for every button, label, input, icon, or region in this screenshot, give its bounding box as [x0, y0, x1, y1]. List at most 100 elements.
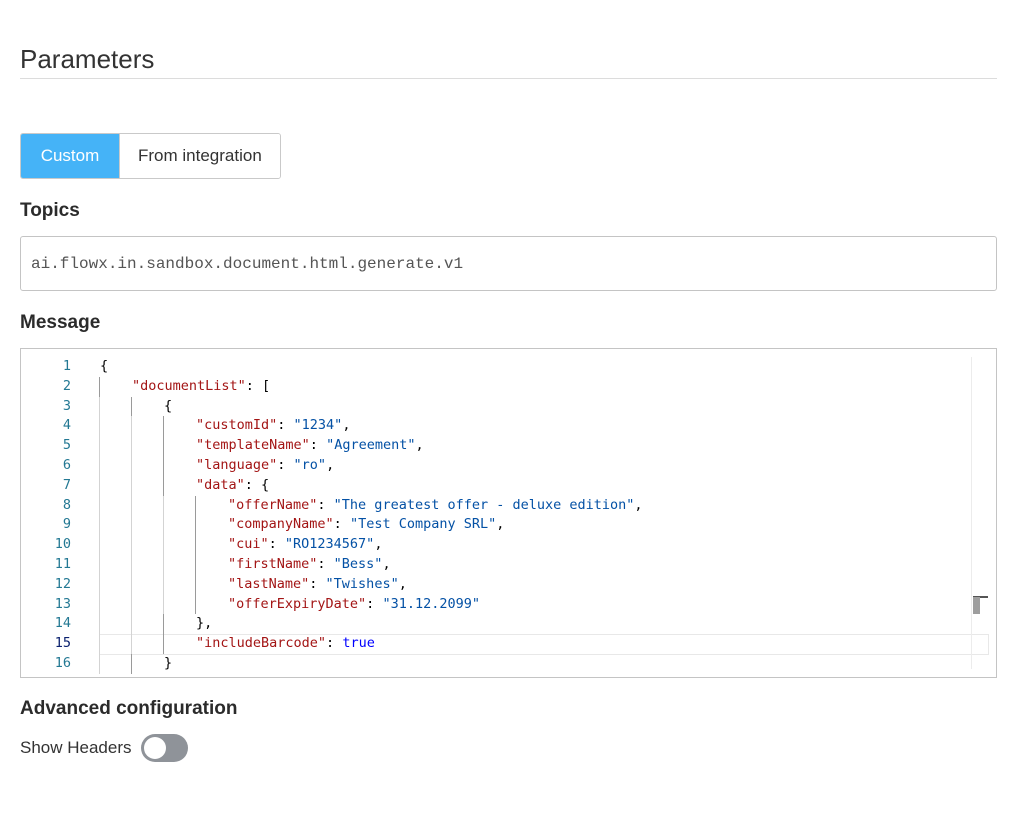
code-line[interactable]: 7"data": { [21, 476, 972, 496]
json-punctuation: : [268, 536, 285, 553]
line-number: 7 [62, 476, 71, 493]
json-key: "data" [196, 476, 245, 493]
indent-guide [195, 574, 196, 595]
json-punctuation: , [374, 536, 383, 553]
tab-custom[interactable]: Custom [21, 134, 119, 178]
indent-guide [131, 594, 132, 615]
json-key: "companyName" [228, 516, 334, 533]
indent-guide [131, 495, 132, 516]
json-punctuation: : [326, 635, 343, 652]
json-string: "Agreement" [326, 437, 416, 454]
source-toggle: Custom From integration [20, 133, 281, 179]
json-punctuation: , [398, 575, 407, 592]
code-line[interactable]: 2"documentList": [ [21, 377, 972, 397]
code-line[interactable]: 14}, [21, 614, 972, 634]
code-line[interactable]: 13 "offerExpiryDate": "31.12.2099" [21, 595, 972, 615]
indent-guide [131, 634, 132, 654]
code-text: } [164, 654, 172, 674]
code-text: "customId": "1234", [196, 416, 350, 436]
code-lines: 1{2"documentList": [3{4"customId": "1234… [21, 357, 989, 674]
line-number: 12 [54, 575, 71, 592]
indent-guide [195, 535, 196, 555]
indent-guide [99, 475, 100, 496]
json-key: "customId" [196, 417, 278, 434]
indent-guide [99, 574, 100, 595]
json-punctuation: , [326, 456, 335, 473]
indent-guide [163, 535, 164, 555]
indent-guide [163, 594, 164, 615]
show-headers-label: Show Headers [20, 738, 132, 757]
json-punctuation: }, [196, 615, 213, 632]
code-text: "language": "ro", [196, 456, 334, 476]
indent-guide [131, 436, 132, 456]
indent-guide [163, 495, 164, 516]
show-headers-row: Show Headers [20, 734, 188, 762]
json-key: "language" [196, 456, 278, 473]
code-line[interactable]: 5"templateName": "Agreement", [21, 436, 972, 456]
code-line[interactable]: 3{ [21, 397, 972, 417]
line-number: 4 [62, 417, 71, 434]
code-line[interactable]: 12 "lastName": "Twishes", [21, 575, 972, 595]
indent-guide [99, 396, 100, 417]
json-string: "ro" [293, 456, 327, 473]
topics-label: Topics [20, 200, 80, 221]
json-key: "offerExpiryDate" [228, 595, 367, 612]
json-punctuation: : [317, 555, 334, 572]
json-punctuation: } [164, 654, 173, 671]
indent-guide [99, 456, 100, 476]
indent-guide [131, 396, 132, 417]
line-number: 16 [54, 654, 71, 671]
indent-guide [163, 614, 164, 635]
json-key: "templateName" [196, 437, 310, 454]
indent-guide [131, 456, 132, 476]
indent-guide [99, 594, 100, 615]
json-string: "Test Company SRL" [349, 516, 497, 533]
indent-guide [99, 654, 100, 674]
code-line[interactable]: 6 "language": "ro", [21, 456, 972, 476]
code-line[interactable]: 16} [21, 654, 972, 674]
json-punctuation: : [317, 496, 334, 513]
indent-guide [99, 555, 100, 575]
line-number: 6 [62, 456, 71, 473]
indent-guide [99, 416, 100, 437]
code-line[interactable]: 10"cui": "RO1234567", [21, 535, 972, 555]
toggle-knob [143, 737, 166, 759]
code-line[interactable]: 9"companyName": "Test Company SRL", [21, 515, 972, 535]
indent-guide [195, 495, 196, 516]
scrollbar-thumb[interactable] [973, 597, 980, 614]
section-title: Parameters [20, 44, 155, 74]
code-text: "offerExpiryDate": "31.12.2099" [228, 595, 480, 615]
code-line[interactable]: 11"firstName": "Bess", [21, 555, 972, 575]
code-text: { [164, 397, 172, 417]
indent-guide [99, 535, 100, 555]
line-number: 14 [54, 615, 71, 632]
indent-guide [195, 594, 196, 615]
json-key: "firstName" [228, 555, 318, 572]
line-number: 3 [62, 397, 71, 414]
indent-guide [99, 614, 100, 635]
code-line[interactable]: 8"offerName": "The greatest offer - delu… [21, 496, 972, 516]
json-punctuation: , [496, 516, 505, 533]
code-text: "cui": "RO1234567", [228, 535, 382, 555]
indent-guide [163, 634, 164, 654]
code-line[interactable]: 4 "customId": "1234", [21, 416, 972, 436]
json-punctuation: , [634, 496, 643, 513]
indent-guide [163, 456, 164, 476]
show-headers-toggle[interactable] [140, 734, 188, 762]
indent-guide [131, 574, 132, 595]
code-text: "lastName": "Twishes", [228, 575, 407, 595]
message-code-editor[interactable]: 1{2"documentList": [3{4"customId": "1234… [20, 348, 997, 678]
indent-guide [163, 574, 164, 595]
code-text: "templateName": "Agreement", [196, 436, 424, 456]
topics-input[interactable]: ai.flowx.in.sandbox.document.html.genera… [20, 236, 997, 291]
json-punctuation: : [ [245, 377, 271, 394]
json-string: "Bess" [333, 555, 383, 572]
code-line[interactable]: 1{ [21, 357, 972, 377]
json-punctuation: , [415, 437, 424, 454]
indent-guide [163, 475, 164, 496]
line-number: 13 [54, 595, 71, 612]
tab-from-integration[interactable]: From integration [119, 134, 280, 178]
indent-guide [131, 614, 132, 635]
line-number: 2 [62, 377, 71, 394]
editor-scrollbar[interactable] [971, 357, 987, 669]
